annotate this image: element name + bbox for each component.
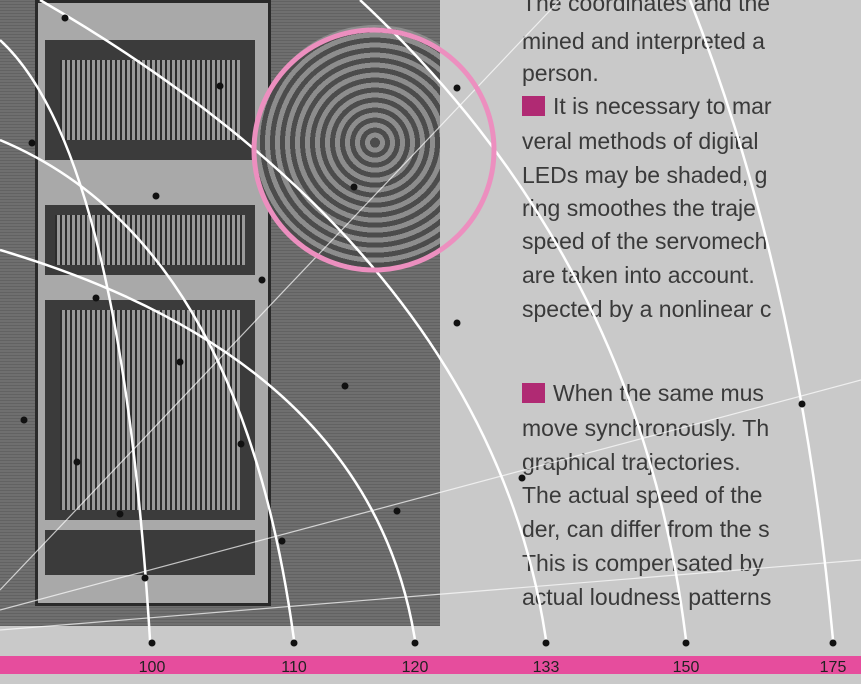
text-line: der, can differ from the s: [522, 516, 770, 542]
scale-label: 175: [819, 659, 847, 676]
lower-module: [45, 530, 255, 575]
scale-bar: [0, 656, 861, 674]
wiring-area: [60, 60, 240, 140]
text-line: The actual speed of the: [522, 482, 763, 508]
paragraph-marker-icon: [522, 383, 545, 403]
text-line: The coordinates and the: [522, 0, 771, 16]
text-line: are taken into account.: [522, 262, 755, 288]
grid-dots: [20, 14, 837, 647]
paragraph-marker-icon: [522, 96, 545, 116]
equipment-photo: [0, 0, 440, 626]
text-line: veral methods of digital: [522, 128, 759, 154]
text-line: actual loudness patterns: [522, 584, 772, 610]
text-line: ring smoothes the traje: [522, 195, 756, 221]
scale-label: 110: [281, 659, 307, 676]
highlight-circle: [251, 27, 497, 273]
radial-lines: [0, 0, 861, 631]
paragraph-line: It is necessary to mar: [522, 91, 772, 121]
body-text: The coordinates and the mined and interp…: [522, 0, 861, 640]
scale-label: 133: [532, 659, 560, 676]
text-line: graphical trajectories.: [522, 449, 741, 475]
text-line: move synchronously. Th: [522, 415, 770, 441]
scale-label: 120: [401, 659, 429, 676]
text-line: person.: [522, 60, 599, 86]
paragraph-line: When the same mus: [522, 378, 764, 408]
connector-strip: [55, 215, 245, 265]
text-line: LEDs may be shaded, g: [522, 162, 768, 188]
scale-label: 150: [672, 659, 700, 676]
text-line: spected by a nonlinear c: [522, 296, 772, 322]
arc-lines: [0, 0, 835, 641]
text-line: speed of the servomech: [522, 228, 768, 254]
text-line: mined and interpreted a: [522, 28, 765, 54]
scale-label: 100: [138, 659, 166, 676]
